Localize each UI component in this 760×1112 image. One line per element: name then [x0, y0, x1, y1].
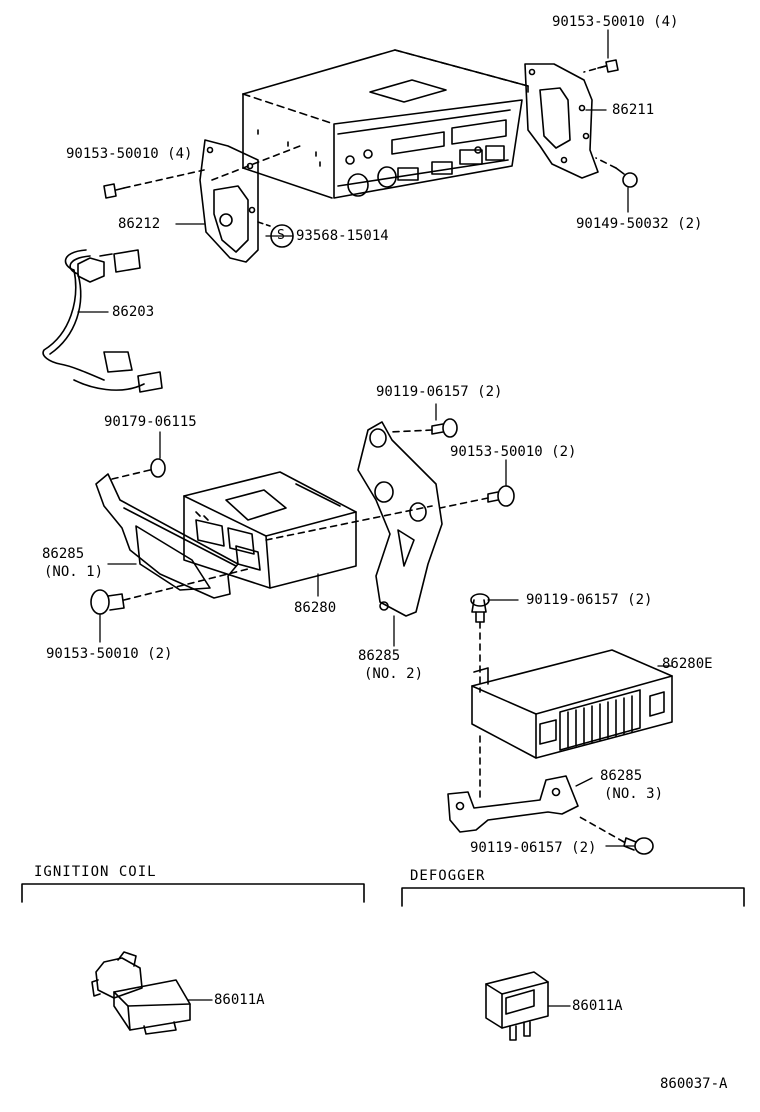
- bracket-86285-no1: [95, 473, 239, 599]
- label-86285-no3-note: (NO. 3): [604, 786, 664, 802]
- module-86280: [183, 471, 357, 589]
- label-90153-top-left: 90153-50010 (4): [66, 146, 193, 162]
- bolt-90149: [615, 167, 638, 188]
- label-90153-mid: 90153-50010 (2): [450, 444, 577, 460]
- defogger-section-frame: [401, 887, 745, 907]
- label-86285-no2-part: 86285: [358, 648, 401, 664]
- label-90149: 90149-50032 (2): [576, 216, 703, 232]
- relay-defogger: [485, 971, 549, 1041]
- bolt-90119-right: [470, 593, 490, 623]
- label-90179: 90179-06115: [104, 414, 197, 430]
- module-86280E: [471, 649, 673, 759]
- label-86011A-defogger: 86011A: [572, 998, 623, 1014]
- bracket-86212: [199, 139, 259, 263]
- label-90153-lower: 90153-50010 (2): [46, 646, 173, 662]
- bracket-86285-no3: [447, 775, 579, 833]
- s-mark-circle: [270, 224, 294, 248]
- relay-ignition-coil: [91, 951, 191, 1035]
- section-title-ignition-coil: IGNITION COIL: [34, 864, 157, 880]
- screw-top-left: [103, 183, 125, 199]
- ignition-section-frame: [21, 883, 365, 903]
- wire-harness-86203: [42, 249, 163, 393]
- label-90153-top-right: 90153-50010 (4): [552, 14, 679, 30]
- bracket-86211: [524, 63, 599, 179]
- label-90119-lower: 90119-06157 (2): [470, 840, 597, 856]
- label-86203: 86203: [112, 304, 155, 320]
- screw-top-right: [597, 59, 619, 73]
- bracket-86285-no2: [357, 421, 443, 617]
- bolt-90119-upper: [431, 418, 458, 438]
- label-86011A-ignition: 86011A: [214, 992, 265, 1008]
- label-90119-upper: 90119-06157 (2): [376, 384, 503, 400]
- label-86285-no1-part: 86285: [42, 546, 85, 562]
- bolt-90153-lower: [90, 589, 125, 615]
- leader-lines: [77, 29, 673, 1007]
- section-title-defogger: DEFOGGER: [410, 868, 486, 884]
- bolt-90119-lower: [623, 837, 654, 855]
- label-86285-no1-note: (NO. 1): [44, 564, 104, 580]
- label-86285-no3-part: 86285: [600, 768, 643, 784]
- figure-code: 860037-A: [660, 1076, 728, 1092]
- label-86280E: 86280E: [662, 656, 713, 672]
- label-90119-right: 90119-06157 (2): [526, 592, 653, 608]
- label-86212: 86212: [118, 216, 161, 232]
- nut-90179: [150, 458, 166, 478]
- label-93568: 93568-15014: [296, 228, 389, 244]
- label-86285-no2-note: (NO. 2): [364, 666, 424, 682]
- label-86280: 86280: [294, 600, 337, 616]
- s-mark-label: S: [277, 228, 285, 243]
- radio-head-unit: [242, 49, 529, 199]
- bolt-90153-mid: [487, 485, 515, 507]
- label-86211: 86211: [612, 102, 655, 118]
